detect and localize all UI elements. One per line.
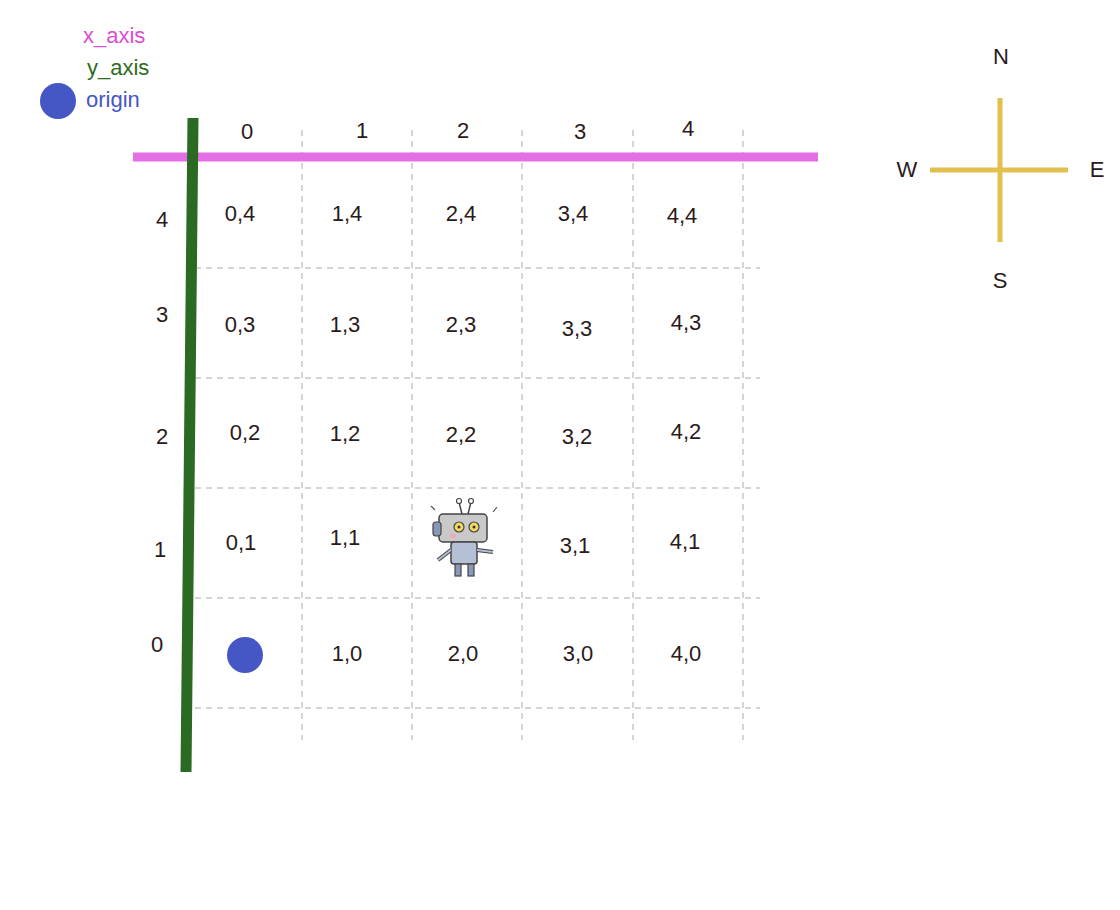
cell-coordinate: 0,4 [225, 203, 256, 225]
axis-number: 0 [151, 634, 163, 656]
cell-coordinate: 1,4 [332, 203, 363, 225]
compass-letter: W [897, 159, 918, 181]
axis-number: 2 [156, 426, 168, 448]
cell-coordinate: 1,0 [332, 643, 363, 665]
origin-dot [227, 637, 263, 673]
grid-line [742, 130, 744, 740]
legend-row: x_axis [83, 25, 145, 47]
legend-text: origin [86, 87, 140, 112]
compass-letter: E [1090, 159, 1105, 181]
cell-coordinate: 2,4 [446, 203, 477, 225]
cell-coordinate: 3,2 [562, 426, 593, 448]
cell-coordinate: 3,4 [558, 203, 589, 225]
grid-line [195, 707, 760, 709]
grid-line [521, 130, 523, 740]
legend-text: x_axis [83, 23, 145, 48]
axis-number: 4 [156, 209, 168, 231]
cell-coordinate: 4,3 [671, 312, 702, 334]
compass [930, 98, 1068, 242]
cell-coordinate: 3,1 [560, 535, 591, 557]
cell-coordinate: 3,3 [562, 318, 593, 340]
cell-coordinate: 1,2 [330, 423, 361, 445]
cell-coordinate: 4,2 [671, 421, 702, 443]
grid-line [195, 377, 760, 379]
cell-coordinate: 3,0 [563, 643, 594, 665]
legend-row: y_axis [87, 57, 149, 79]
cell-coordinate: 1,3 [330, 314, 361, 336]
cell-coordinate: 2,2 [446, 424, 477, 446]
grid-line [301, 130, 303, 740]
compass-letter: S [993, 270, 1008, 292]
cell-coordinate: 1,1 [330, 527, 361, 549]
axis-number: 1 [154, 539, 166, 561]
cell-coordinate: 2,0 [448, 643, 479, 665]
axis-number: 4 [682, 118, 694, 140]
robot-figure [431, 499, 497, 577]
cell-coordinate: 0,2 [230, 422, 261, 444]
axis-number: 3 [156, 304, 168, 326]
cell-coordinate: 4,4 [667, 205, 698, 227]
legend-row: origin [86, 89, 140, 111]
axis-number: 2 [457, 120, 469, 142]
cell-coordinate: 4,1 [670, 531, 701, 553]
legend-text: y_axis [87, 55, 149, 80]
grid-line [195, 487, 760, 489]
grid-line [195, 597, 760, 599]
grid-line [632, 130, 634, 740]
grid-lines [195, 130, 760, 740]
cell-coordinate: 0,1 [226, 532, 257, 554]
grid-line [195, 267, 760, 269]
y-axis-line [186, 118, 193, 772]
legend-swatch [40, 83, 76, 119]
compass-letter: N [993, 46, 1009, 68]
axis-number: 1 [356, 120, 368, 142]
cell-coordinate: 4,0 [671, 643, 702, 665]
cell-coordinate: 0,3 [225, 314, 256, 336]
compass-line [930, 168, 1068, 173]
axis-number: 0 [241, 121, 253, 143]
x-axis-line [133, 153, 818, 162]
grid-line [411, 130, 413, 740]
cell-coordinate: 2,3 [446, 314, 477, 336]
axis-number: 3 [574, 121, 586, 143]
